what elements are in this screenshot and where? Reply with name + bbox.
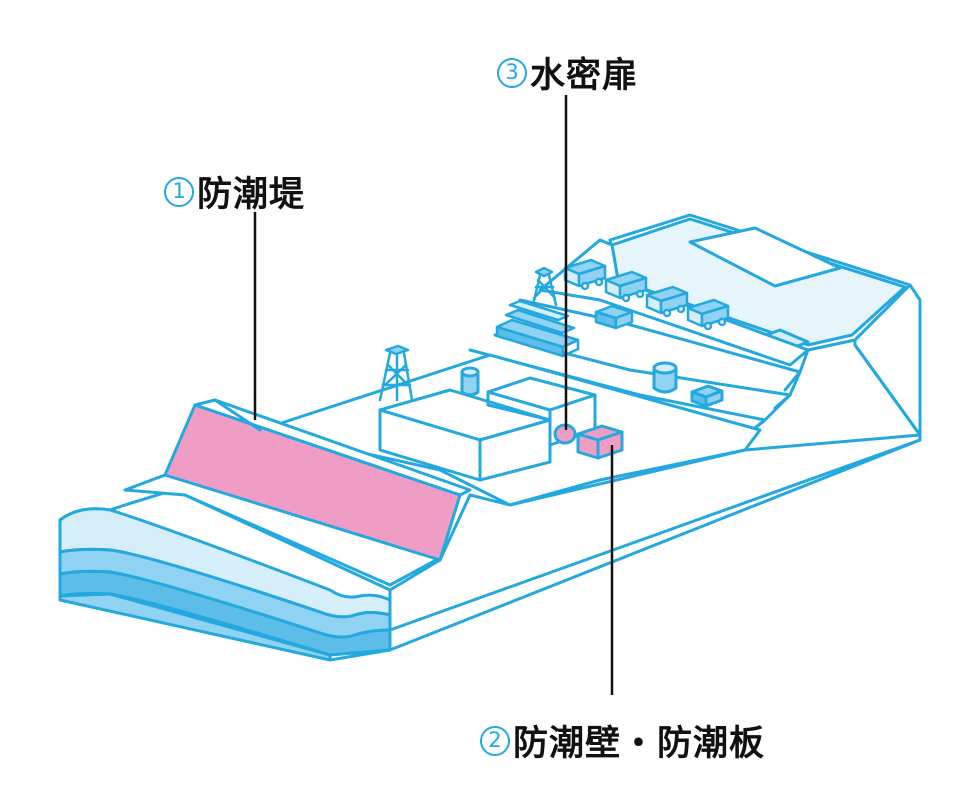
tower-right xyxy=(531,266,558,307)
label-text: 防潮堤 xyxy=(197,175,306,215)
label-seawall: 1 防潮堤 xyxy=(164,166,305,217)
tanks xyxy=(460,361,678,397)
pipe-rack xyxy=(495,299,580,358)
number-badge: 1 xyxy=(164,176,194,207)
front-body xyxy=(58,433,922,662)
label-text: 水密扉 xyxy=(530,56,639,96)
label-text: 防潮壁・防潮板 xyxy=(513,724,766,764)
rear-terrace xyxy=(608,213,922,437)
number-badge: 2 xyxy=(480,725,510,756)
tower-left xyxy=(378,344,414,402)
tank-trucks xyxy=(563,258,730,331)
rooftop-panel xyxy=(688,226,842,288)
tidewall-2 xyxy=(576,424,624,460)
utility-box xyxy=(690,384,724,408)
number-badge: 3 xyxy=(497,57,527,88)
container xyxy=(594,304,634,330)
seawall-1 xyxy=(163,403,462,562)
seawall-group xyxy=(123,398,472,587)
label-tidewall: 2 防潮壁・防潮板 xyxy=(480,715,765,766)
main-building-side xyxy=(478,418,552,482)
label-waterdoor: 3 水密扉 xyxy=(497,47,638,98)
buildings xyxy=(378,376,597,482)
